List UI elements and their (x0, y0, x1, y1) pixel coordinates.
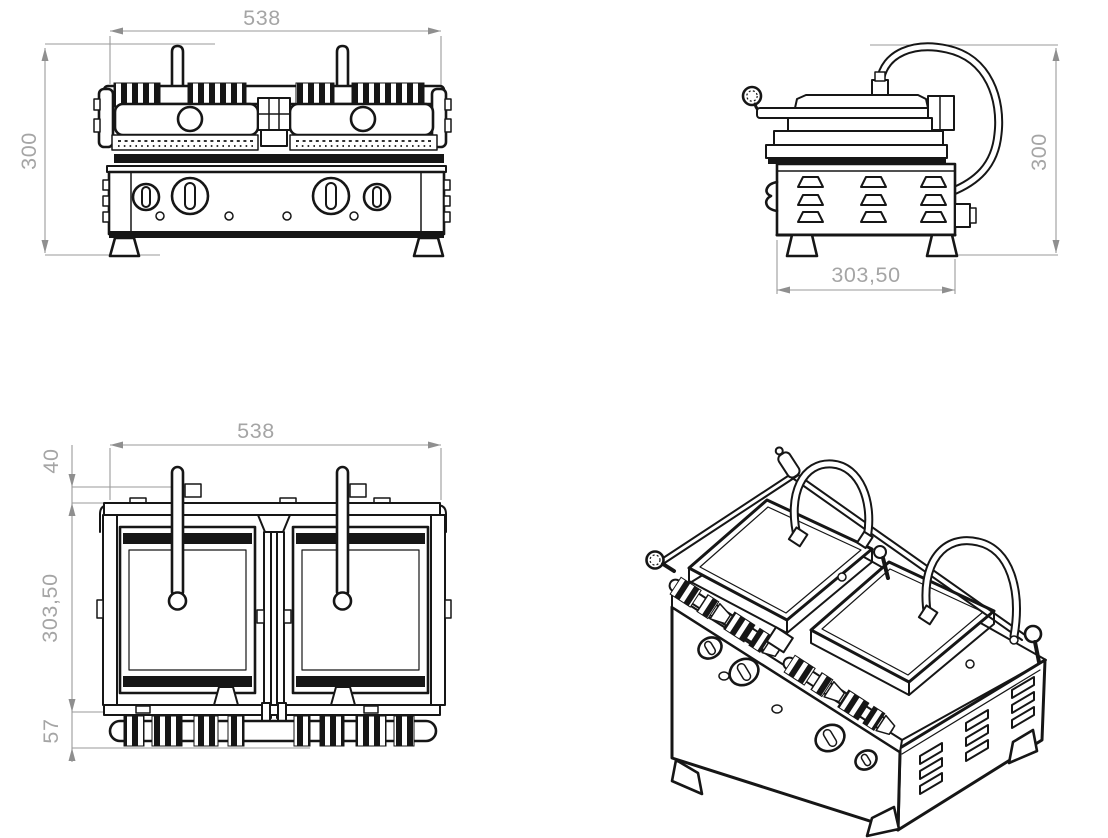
dim-label-front-width: 538 (243, 6, 281, 30)
side-view-body (741, 42, 1004, 258)
isometric-hinge-rods (668, 576, 896, 736)
dim-label-top-width: 538 (237, 419, 275, 443)
dim-label-top-depth: 303,50 (38, 573, 62, 642)
top-view: 538 40 303,50 57 (38, 419, 452, 762)
front-view: 538 300 (17, 6, 452, 258)
isometric-view (645, 446, 1047, 838)
isometric-vents (919, 676, 1035, 795)
isometric-knobs (697, 636, 878, 771)
dim-label-side-depth: 303,50 (831, 263, 900, 287)
top-view-body (96, 465, 452, 747)
front-view-body (93, 44, 452, 258)
side-view-dimensions: 300 303,50 (776, 44, 1060, 294)
dim-label-side-height: 300 (1027, 133, 1051, 171)
dim-label-top-handle-offset: 40 (39, 448, 63, 473)
front-view-dimensions: 538 300 (17, 6, 442, 256)
isometric-plates (687, 498, 996, 696)
isometric-rail (645, 446, 1043, 664)
isometric-cables (787, 459, 1021, 645)
side-view: 300 303,50 (741, 42, 1060, 294)
dim-label-top-hinge-depth: 57 (39, 718, 63, 743)
dim-label-front-height: 300 (17, 132, 41, 170)
